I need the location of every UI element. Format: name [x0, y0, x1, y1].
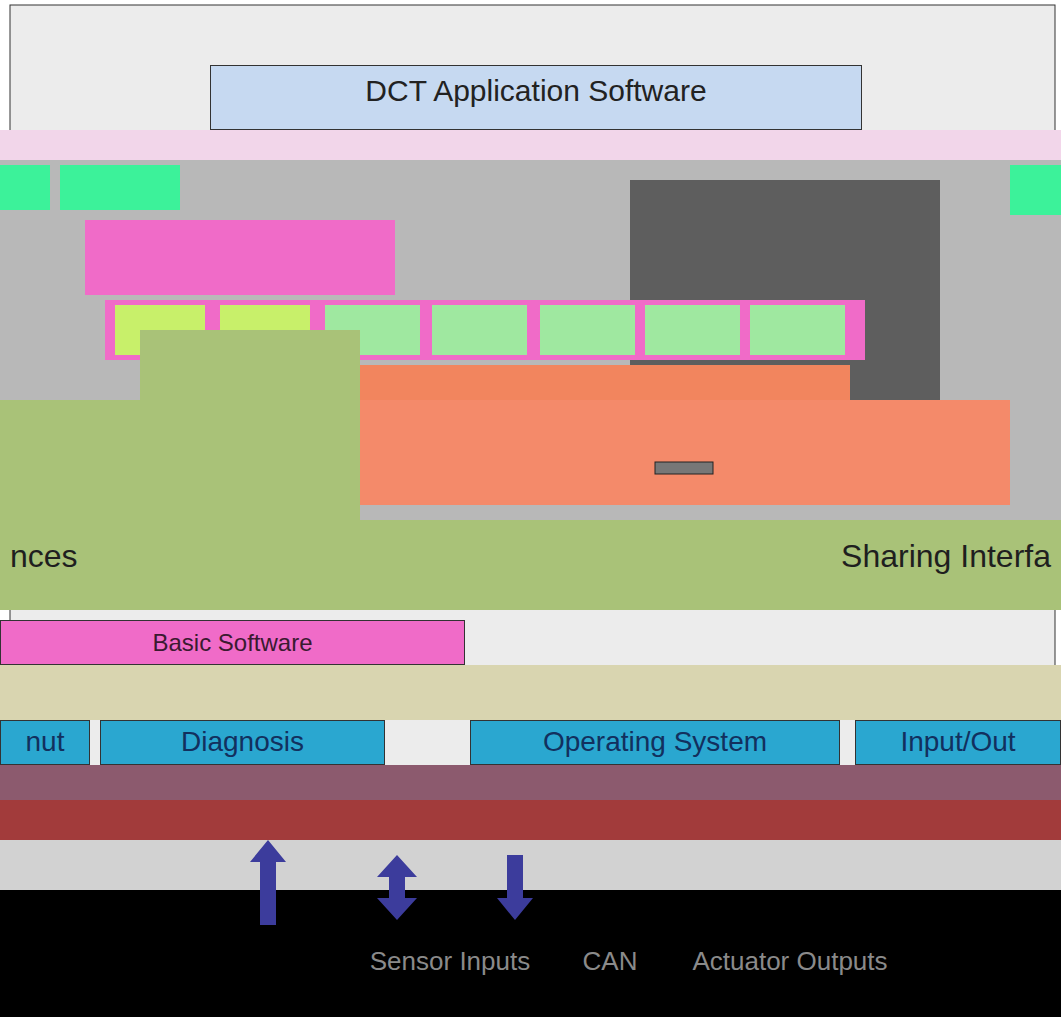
grey-band — [0, 840, 1061, 890]
module-block — [540, 305, 635, 355]
box-label: Basic Software — [152, 629, 312, 657]
glitch-band — [0, 130, 1061, 160]
pink-block — [85, 220, 395, 295]
glitch-band — [0, 800, 1061, 840]
up-arrow — [250, 840, 286, 925]
box-label: Operating System — [543, 726, 767, 758]
module-box: nut — [0, 720, 90, 765]
box-label: Input/Out — [900, 726, 1015, 758]
green-block — [1010, 165, 1061, 215]
green-block — [60, 165, 180, 210]
orange-block — [360, 400, 1010, 505]
green-block — [0, 165, 50, 210]
module-block — [750, 305, 845, 355]
module-box: Input/Out — [855, 720, 1061, 765]
signal-label: CAN — [560, 945, 660, 979]
box-label: nces — [10, 538, 78, 575]
box-label: nut — [26, 726, 65, 758]
module-box: Operating System — [470, 720, 840, 765]
box-label: DCT Application Software — [365, 74, 706, 109]
green-block — [140, 330, 360, 520]
green-block — [0, 400, 140, 520]
glitch-band — [0, 765, 1061, 840]
box-label: Diagnosis — [181, 726, 304, 758]
down-arrow — [497, 855, 533, 920]
signal-label: Sensor Inputs — [360, 945, 540, 979]
box-label-secondary: Sharing Interfa — [841, 538, 1051, 575]
module-block — [645, 305, 740, 355]
glitch-region — [0, 130, 1061, 520]
double-arrow — [377, 855, 417, 920]
signal-label: Actuator Outputs — [690, 945, 890, 979]
module-box: Diagnosis — [100, 720, 385, 765]
glitch-mark — [655, 462, 713, 474]
orange-block — [320, 365, 850, 400]
basic-software-box: Basic Software — [0, 620, 465, 665]
black-ground — [0, 890, 1061, 1017]
module-block — [432, 305, 527, 355]
application-box: DCT Application Software — [210, 65, 862, 130]
olive-band — [0, 665, 1061, 720]
interface-band: nces Sharing Interfa — [0, 520, 1061, 610]
